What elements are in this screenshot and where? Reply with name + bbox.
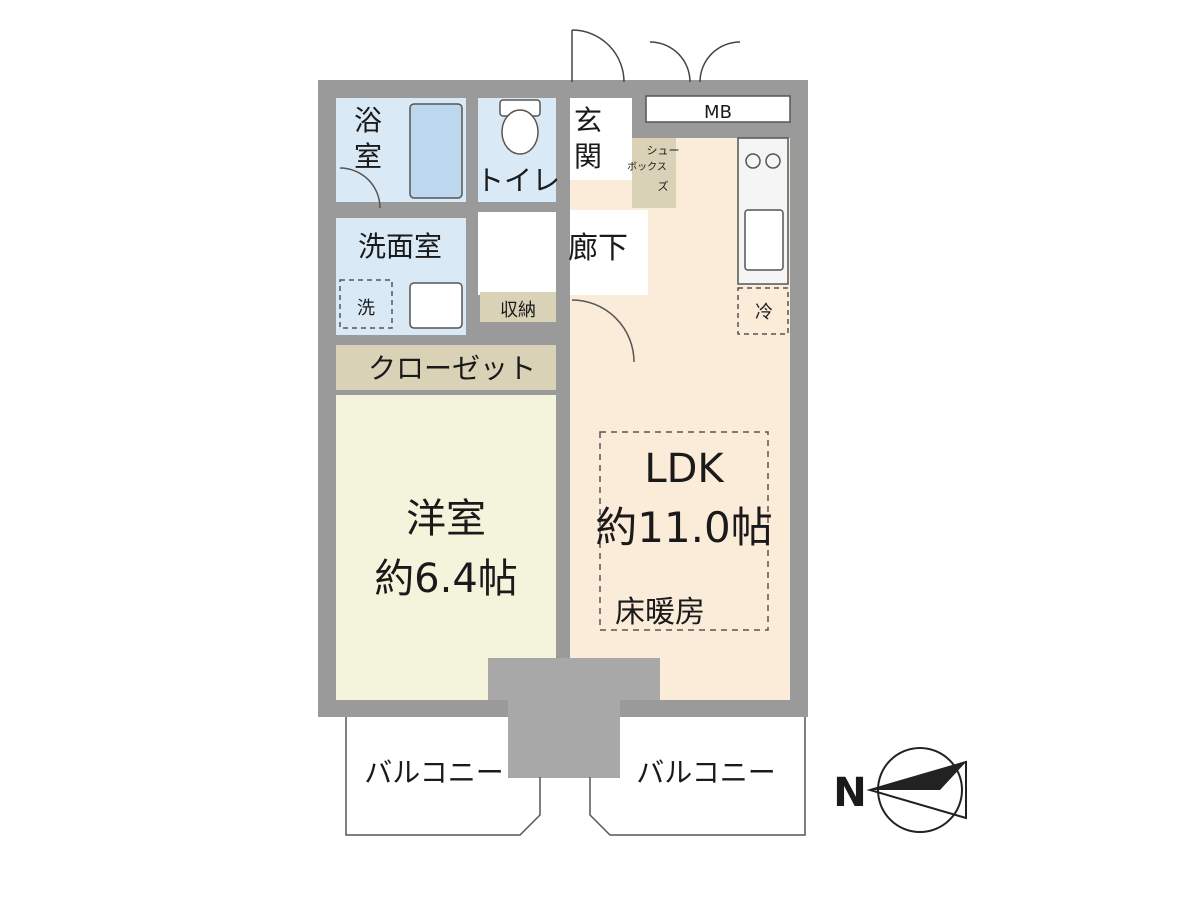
storage-area[interactable] (480, 292, 562, 322)
bath-door-icon (339, 167, 381, 209)
entrance-floor[interactable] (570, 98, 632, 180)
compass-north-letter: N (833, 770, 866, 816)
floor-heating-zone (599, 431, 769, 631)
shoe-box[interactable] (632, 138, 676, 208)
western-room-name: 洋室 (406, 496, 486, 542)
kitchen-sink-icon (744, 209, 784, 271)
toilet-label: トイレ (476, 164, 560, 197)
closet-label: クローゼット (368, 352, 536, 385)
balcony-outline (345, 717, 806, 836)
western-room-area: 約6.4帖 (374, 556, 518, 602)
fridge-label: 冷 (755, 302, 773, 323)
bathtub-icon (409, 103, 463, 199)
entrance-door-icon (571, 29, 625, 83)
shoe-box-label-2: ボックス (627, 161, 667, 173)
bath-label-1: 浴 (354, 104, 382, 137)
entrance-label-1: 玄 (574, 104, 602, 137)
washroom-label: 洗面室 (358, 230, 442, 263)
structural-column (488, 658, 660, 778)
fridge-space (737, 287, 789, 335)
washer-space (339, 279, 393, 329)
interior-walls (336, 98, 790, 348)
mb-panel (645, 95, 791, 123)
ldk-door-icon (571, 299, 635, 363)
washer-label: 洗 (357, 298, 375, 319)
balcony-left-label: バルコニー (364, 756, 503, 789)
mb-door-icon (649, 41, 741, 83)
entrance-label-2: 関 (574, 140, 602, 173)
balcony-right-label: バルコニー (636, 756, 775, 789)
ldk-area: 約11.0帖 (595, 503, 773, 552)
western-room-floor[interactable] (336, 395, 556, 700)
compass-icon (866, 747, 967, 833)
ldk-name: LDK (644, 446, 725, 492)
shoe-box-label-3: ズ (658, 179, 669, 193)
stove-icon (745, 153, 781, 169)
mb-label: MB (704, 102, 732, 123)
hallway-label: 廊下 (568, 231, 628, 266)
sink-icon (409, 282, 463, 329)
closet-area[interactable] (336, 345, 556, 390)
shoe-box-label-1: シュー (647, 144, 680, 157)
storage-label: 収納 (500, 300, 536, 321)
toilet-icon (499, 99, 541, 155)
bath-label-2: 室 (354, 140, 382, 173)
floor-heating-label: 床暖房 (615, 595, 705, 630)
